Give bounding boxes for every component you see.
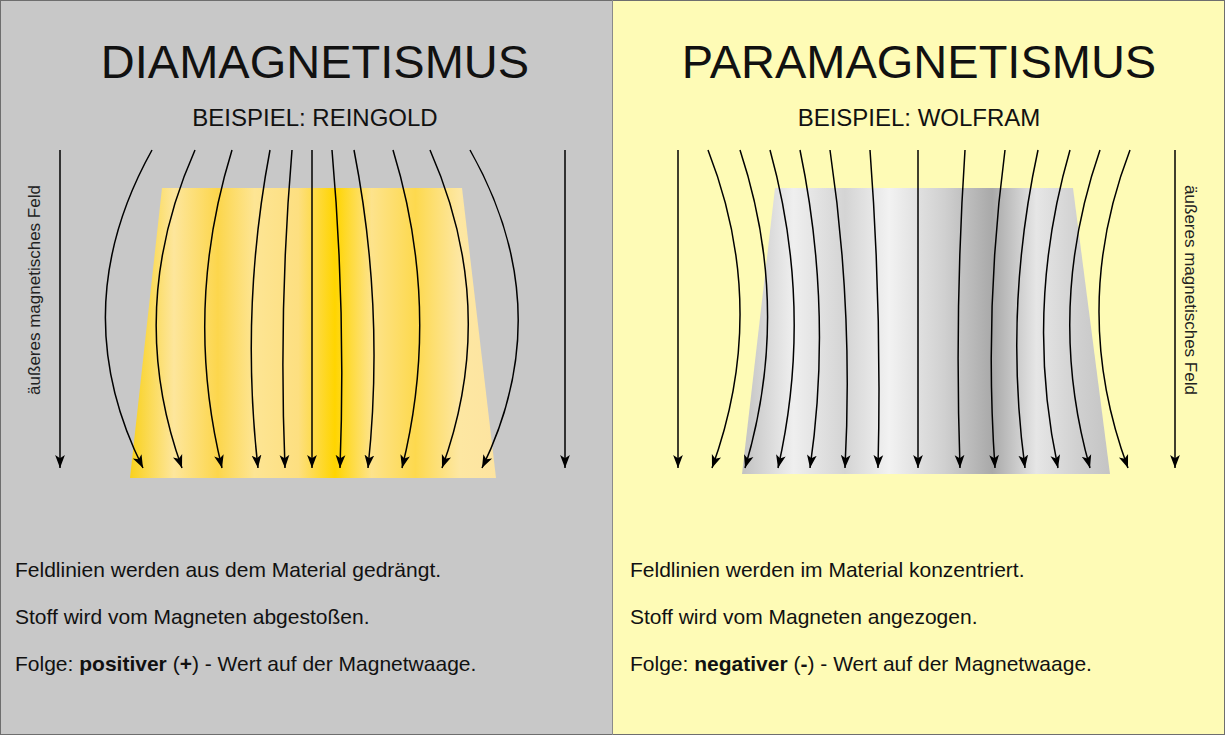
field-line: [1070, 150, 1100, 468]
field-line: [708, 150, 740, 468]
field-line: [283, 150, 292, 468]
field-line: [770, 150, 794, 468]
text: Folge:: [630, 652, 688, 675]
field-line: [354, 150, 374, 468]
field-line: [564, 150, 566, 468]
field-line: [958, 150, 965, 468]
field-line: [205, 150, 232, 468]
text: ) - Wert auf der Magnetwaage.: [808, 652, 1092, 675]
text: (: [794, 652, 801, 675]
field-line: [740, 150, 768, 468]
field-lines: [678, 150, 1175, 468]
panel: PARAMAGNETISMUS BEISPIEL: WOLFRAM Feldlini…: [613, 0, 1225, 735]
field-label: äußeres magnetisches Feld: [1180, 185, 1200, 395]
field-line: [830, 150, 847, 468]
emphasis-text: -: [801, 652, 808, 675]
tungsten-block: [742, 188, 1110, 474]
text: Folge:: [15, 652, 73, 675]
text: DIAMAGNETISMUS: [101, 35, 529, 88]
field-line: [677, 150, 679, 468]
field-line: [470, 150, 518, 468]
statement: Feldlinien werden aus dem Material gedrä…: [0, 555, 612, 585]
text: Feldlinien werden aus dem Material gedrä…: [15, 558, 441, 581]
gold-block: [130, 188, 496, 478]
text: Stoff wird vom Magneten abgestoßen.: [15, 605, 369, 628]
field-line: [1017, 150, 1038, 468]
subheading: BEISPIEL: WOLFRAM: [613, 103, 1225, 133]
panel-ground: [0, 0, 612, 735]
field-line: [1044, 150, 1070, 468]
field-line: [311, 150, 313, 468]
divider: [612, 0, 613, 735]
gold-sample: [130, 188, 496, 478]
text: (: [173, 652, 180, 675]
text: PARAMAGNETISMUS: [682, 35, 1156, 88]
result-statement: Folge: positiver (+) - Wert auf der Magnet…: [0, 649, 612, 679]
tungsten-sample: [678, 150, 1175, 474]
text: BEISPIEL: WOLFRAM: [798, 104, 1041, 131]
heading: PARAMAGNETISMUS: [613, 36, 1225, 88]
field-line: [917, 150, 919, 468]
field-line: [105, 150, 152, 468]
field-label: äußeres magnetisches Feld: [25, 185, 45, 395]
subheading: BEISPIEL: REINGOLD: [0, 103, 612, 133]
field-line: [991, 150, 1005, 468]
emphasis-text: negativer: [694, 652, 787, 675]
field-line: [1174, 150, 1176, 468]
emphasis-text: positiver: [79, 652, 167, 675]
field-line: [59, 150, 61, 468]
text: BEISPIEL: REINGOLD: [192, 104, 437, 131]
statement: Stoff wird vom Magneten angezogen.: [613, 602, 1225, 632]
text: Feldlinien werden im Material konzentrie…: [630, 558, 1025, 581]
field-lines: [60, 150, 565, 468]
field-line: [156, 150, 195, 468]
statement: Feldlinien werden im Material konzentrie…: [613, 555, 1225, 585]
text: ) - Wert auf der Magnetwaage.: [192, 652, 476, 675]
panel-ground: [613, 0, 1225, 735]
field-line: [430, 150, 468, 468]
field-line: [1099, 150, 1130, 468]
result-statement: Folge: negativer (-) - Wert auf der Magnet…: [613, 649, 1225, 679]
text: Stoff wird vom Magneten angezogen.: [630, 605, 978, 628]
field-line: [251, 150, 270, 468]
field-line: [332, 150, 342, 468]
panel: DIAMAGNETISMUS BEISPIEL: REINGOLD Feldlini…: [0, 0, 612, 735]
statement: Stoff wird vom Magneten abgestoßen.: [0, 602, 612, 632]
heading: DIAMAGNETISMUS: [0, 36, 612, 88]
emphasis-text: +: [180, 652, 192, 675]
field-line: [870, 150, 879, 468]
field-line: [800, 150, 819, 468]
field-line: [393, 150, 420, 468]
